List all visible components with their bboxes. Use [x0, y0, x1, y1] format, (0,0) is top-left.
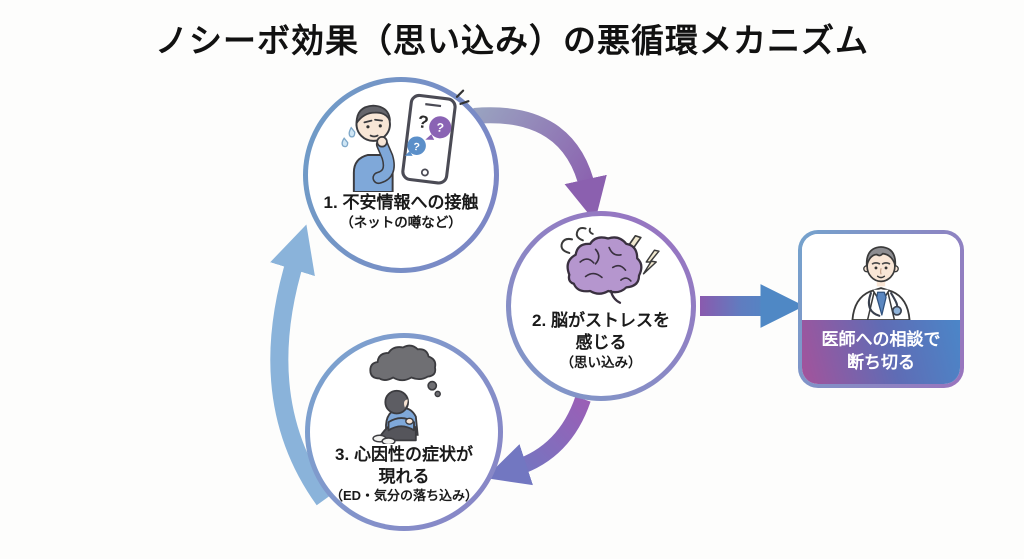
solution-footer: 医師への相談で 断ち切る: [802, 320, 960, 384]
solution-title-line1: 医師への相談で: [821, 330, 941, 350]
step2-circle: 2. 脳がストレスを 感じる （思い込み）: [506, 211, 696, 401]
step2-title-line1: 2. 脳がストレスを: [532, 311, 670, 330]
svg-text:?: ?: [417, 111, 430, 132]
arrow-step2-to-step3: [485, 396, 591, 486]
step3-subtitle: （ED・気分の落ち込み）: [329, 488, 479, 504]
solution-title-line2: 断ち切る: [847, 353, 915, 372]
step1-circle: ? ? ?: [303, 77, 499, 273]
stressed-brain-icon: [560, 227, 660, 304]
step3-circle: 3. 心因性の症状が 現れる （ED・気分の落ち込み）: [305, 333, 503, 531]
page-title: ノシーボ効果（思い込み）の悪循環メカニズム: [155, 22, 869, 59]
svg-text:?: ?: [413, 141, 421, 154]
step3-title-line2: 現れる: [378, 467, 430, 487]
step3-title-line1: 3. 心因性の症状が: [335, 445, 473, 464]
depressed-person-icon: [369, 344, 441, 444]
step1-subtitle: （ネットの噂など）: [340, 215, 462, 231]
doctor-icon: [851, 246, 911, 320]
solution-box: 医師への相談で 断ち切る: [798, 230, 964, 388]
svg-text:?: ?: [436, 120, 445, 135]
worried-person-phone-icon: ? ? ?: [341, 89, 470, 192]
step2-subtitle: （思い込み）: [560, 355, 642, 371]
step2-title-line2: 感じる: [575, 333, 627, 353]
step1-title: 1. 不安情報への接触: [323, 193, 479, 212]
